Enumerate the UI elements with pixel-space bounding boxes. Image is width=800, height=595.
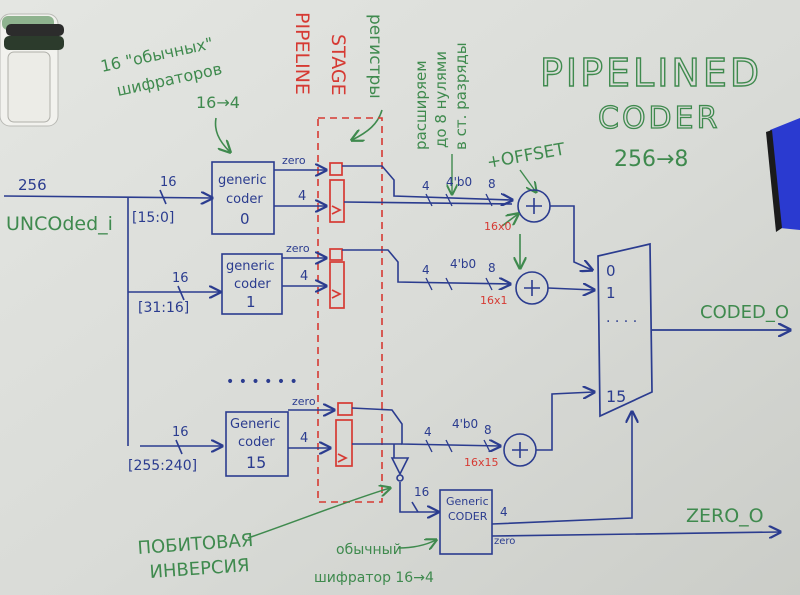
coder-width-labels: 4 4 4 bbox=[298, 189, 308, 446]
slice-1: [31:16] bbox=[138, 300, 189, 316]
registers-arrow bbox=[352, 109, 383, 140]
expand-line1: расширяем bbox=[412, 60, 430, 150]
mux-in-1: 1 bbox=[606, 284, 616, 302]
coder-out-w-15: 4 bbox=[300, 431, 308, 446]
bus-labels: 4 4'b0 8 4 4'b0 8 4 4'b0 8 bbox=[422, 175, 496, 439]
coder-1-line3: 1 bbox=[246, 293, 256, 311]
slice-15: [255:240] bbox=[128, 458, 197, 474]
plain-coder-arrow bbox=[397, 540, 436, 548]
input-name: UNCOded_i bbox=[6, 213, 113, 235]
coder-1-line2: coder bbox=[234, 277, 271, 292]
ellipsis-dots: • • • • • • bbox=[226, 374, 298, 390]
coder-out-w-0: 4 bbox=[298, 189, 306, 204]
output-mux: 0 1 · · · · 15 bbox=[597, 242, 653, 418]
bus-ticks bbox=[425, 193, 493, 453]
plain-coder-line1: обычный bbox=[336, 542, 402, 558]
annotation-expand: расширяем до 8 нулями в ст. разряды bbox=[412, 42, 470, 150]
pipeline-label: PIPELINE bbox=[291, 12, 313, 95]
title-line2: CODER bbox=[598, 101, 720, 136]
board-eraser bbox=[766, 118, 800, 232]
annotation-count-line3: 16→4 bbox=[196, 93, 240, 112]
registers-label: регистры bbox=[365, 14, 385, 99]
coder-15-line1: Generic bbox=[230, 417, 280, 432]
zero-coder-line1: Generic bbox=[446, 495, 489, 508]
zero-coder: Generic CODER bbox=[439, 489, 493, 555]
mux-dots: · · · · bbox=[606, 314, 637, 330]
mux-in-15: 15 bbox=[606, 387, 626, 406]
stage-label: STAGE bbox=[327, 34, 349, 96]
bus-1-w8: 8 bbox=[488, 261, 496, 275]
expand-line3: в ст. разряды bbox=[452, 42, 470, 150]
adder-outputs bbox=[536, 205, 594, 451]
coder-1-line1: generic bbox=[226, 259, 275, 274]
output-name: CODED_O bbox=[700, 302, 789, 323]
generic-coder-1: generic coder 1 bbox=[221, 253, 283, 315]
generic-coder-15: Generic coder 15 bbox=[225, 411, 289, 477]
coder-0-line2: coder bbox=[226, 192, 263, 207]
zero-label-15: zero bbox=[292, 395, 316, 408]
zero-coder-zero: zero bbox=[494, 536, 515, 547]
zero-path bbox=[390, 412, 780, 536]
zero-label-0: zero bbox=[282, 154, 306, 167]
generic-coder-0: generic coder 0 bbox=[211, 161, 275, 235]
offset-constants: 16x0 16x1 16x15 bbox=[464, 220, 512, 469]
bus-0-pad: 4'b0 bbox=[446, 175, 472, 189]
mux-in-0: 0 bbox=[606, 262, 616, 280]
coder-0-line3: 0 bbox=[240, 210, 250, 228]
coder-outputs bbox=[274, 170, 334, 448]
inversion-arrow bbox=[247, 488, 390, 539]
zero-label-1: zero bbox=[286, 242, 310, 255]
offset-const-15: 16x15 bbox=[464, 456, 499, 469]
title-line1: PIPELINED bbox=[540, 51, 762, 95]
offset-const-0: 16x0 bbox=[484, 220, 512, 233]
bus-15-w8: 8 bbox=[484, 423, 492, 437]
title-group: PIPELINED CODER 256→8 bbox=[539, 50, 762, 172]
coder-15-line2: coder bbox=[238, 435, 275, 450]
width-in-15: 16 bbox=[172, 425, 189, 440]
zero-coder-in-w: 16 bbox=[414, 485, 429, 499]
bus-1-w4: 4 bbox=[422, 263, 430, 277]
adders bbox=[501, 189, 551, 467]
bus-15-w4: 4 bbox=[424, 425, 432, 439]
bus-0-w8: 8 bbox=[488, 177, 496, 191]
slice-0: [15:0] bbox=[132, 210, 174, 226]
coder-0-line1: generic bbox=[218, 173, 267, 188]
zero-coder-line2: CODER bbox=[448, 510, 488, 523]
input-bus bbox=[3, 189, 222, 455]
width-in-0: 16 bbox=[160, 175, 177, 190]
coder-15-line3: 15 bbox=[246, 453, 266, 472]
input-width: 256 bbox=[18, 176, 47, 194]
plain-coder-line2: шифратор 16→4 bbox=[314, 570, 434, 586]
marker-pens bbox=[0, 13, 64, 127]
bus-15-pad: 4'b0 bbox=[452, 417, 478, 431]
zero-labels: zero zero zero bbox=[282, 154, 316, 408]
title-line3: 256→8 bbox=[614, 147, 688, 172]
bus-1-pad: 4'b0 bbox=[450, 257, 476, 271]
expand-line2: до 8 нулями bbox=[432, 51, 450, 148]
zero-coder-out-w: 4 bbox=[500, 505, 508, 519]
zero-name: ZERO_O bbox=[686, 505, 764, 527]
annotation-arrow bbox=[214, 117, 230, 152]
coder-out-w-1: 4 bbox=[300, 269, 308, 284]
pipeline-registers bbox=[329, 162, 353, 467]
offset-const-1: 16x1 bbox=[480, 294, 508, 307]
width-in-1: 16 bbox=[172, 271, 189, 286]
bus-0-w4: 4 bbox=[422, 179, 430, 193]
offset-arrow bbox=[519, 169, 536, 192]
